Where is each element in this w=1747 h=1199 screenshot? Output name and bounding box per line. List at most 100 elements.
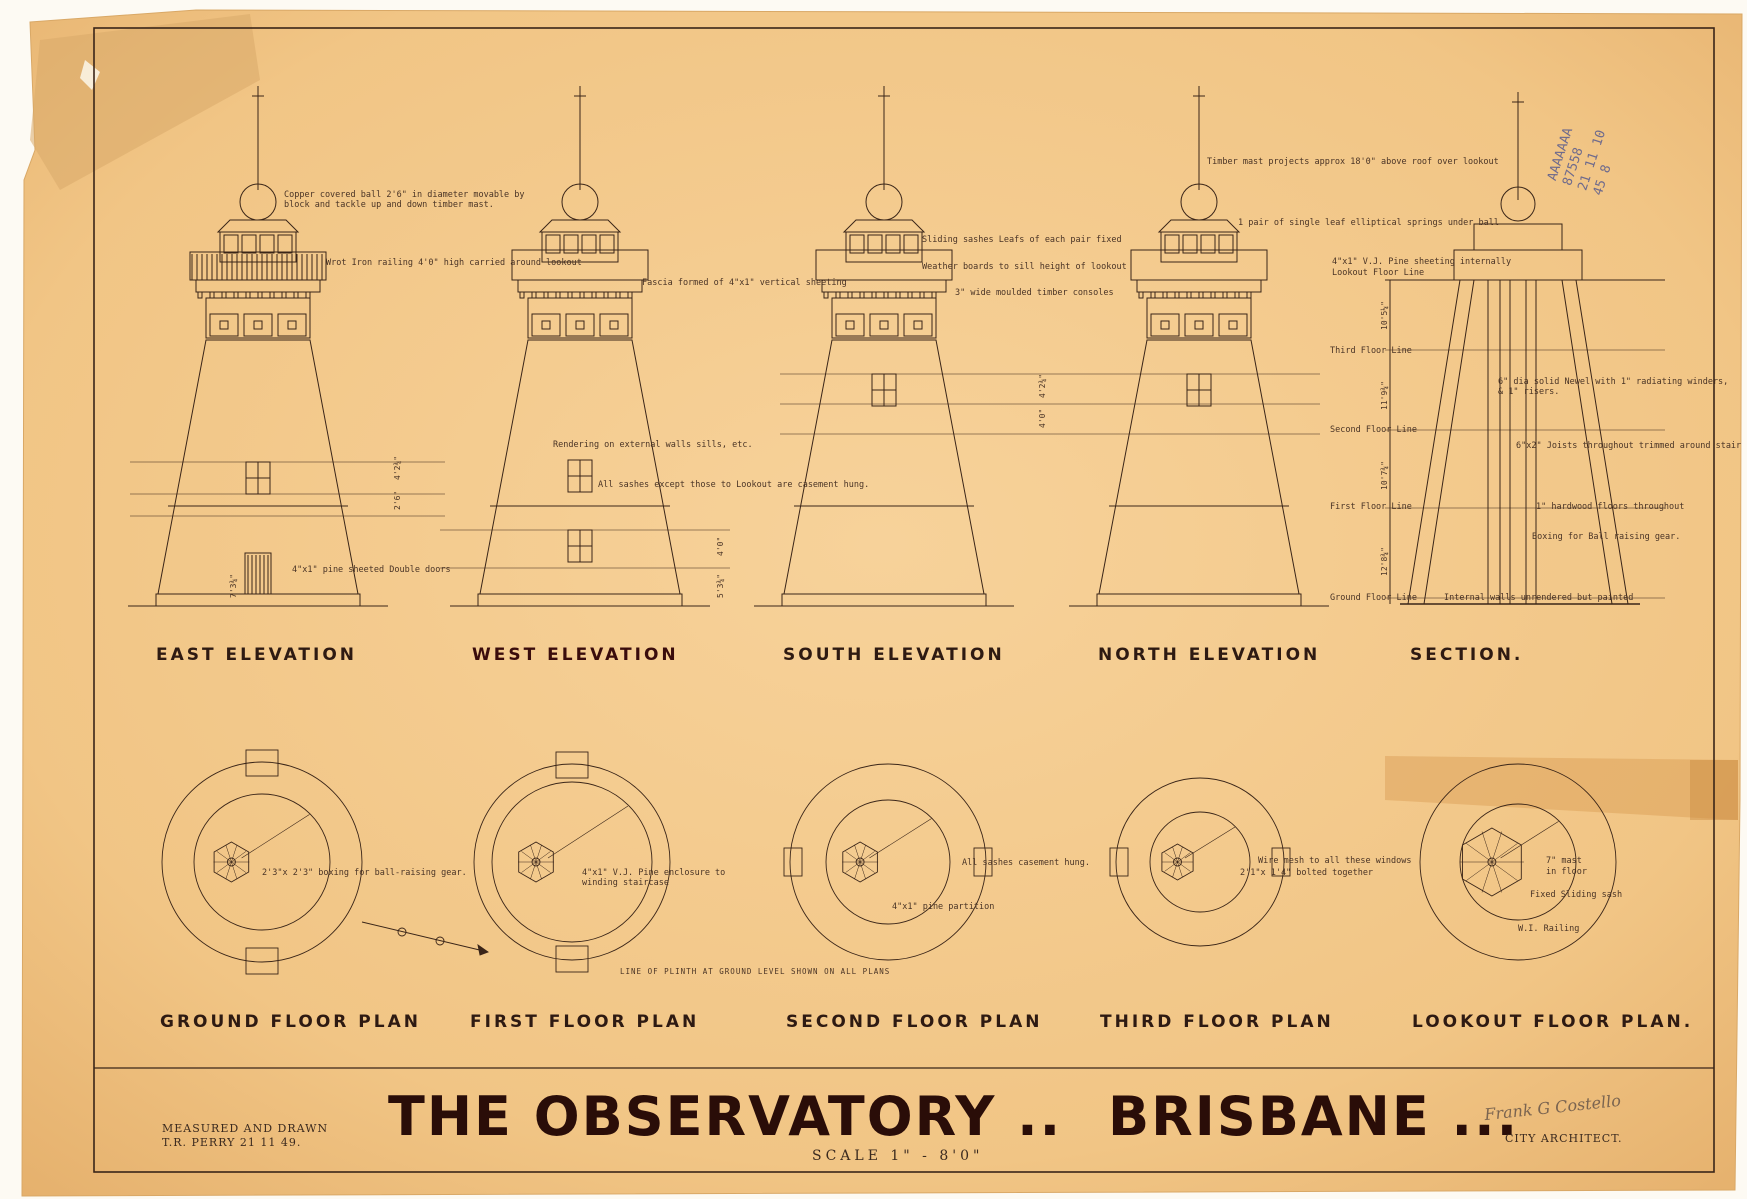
credit-line-2: T.R. PERRY 21 11 49.	[162, 1136, 302, 1149]
plan-winder	[521, 851, 537, 863]
lookout-window	[563, 234, 579, 254]
plan-winder	[535, 861, 542, 880]
lookout-window	[223, 234, 239, 254]
plan-right-opening	[1271, 847, 1291, 877]
frieze	[831, 297, 937, 339]
note-newel: 6" dia solid Newel with 1" radiating win…	[1498, 377, 1729, 387]
door	[244, 552, 272, 595]
frieze-panel	[277, 313, 307, 337]
plan-winder	[1465, 861, 1493, 882]
plan-winder	[1491, 831, 1503, 863]
frieze-panel-inset	[575, 320, 585, 330]
console-bracket	[823, 291, 829, 299]
dim-south-lower: 4'0"	[1038, 408, 1047, 428]
note-vj: 4"x1" V.J. Pine sheeting internally	[1332, 257, 1512, 267]
dim-west-lower: 5'3¾"	[716, 573, 725, 598]
plan-winder	[859, 844, 866, 863]
plan-dimension-ray	[1500, 821, 1559, 859]
plan-winder	[845, 851, 861, 863]
plan-dimension-ray	[547, 805, 629, 859]
credit-line-1: MEASURED AND DRAWN	[162, 1122, 329, 1135]
north-arrow-ring	[435, 936, 445, 946]
plan-winder	[535, 844, 542, 863]
plan-winder	[530, 861, 537, 880]
plan-winder	[1172, 861, 1178, 878]
frieze	[1146, 297, 1252, 339]
note-consoles: 3" wide moulded timber consoles	[955, 288, 1114, 298]
south-elevation-label: SOUTH ELEVATION	[783, 645, 1005, 665]
note-casement: All sashes except those to Lookout are c…	[598, 480, 870, 490]
note-second-line: Second Floor Line	[1330, 425, 1417, 435]
plan-right-opening	[973, 847, 993, 877]
note-lookout-railing: W.I. Railing	[1518, 924, 1580, 934]
frieze-panel	[835, 313, 865, 337]
plan-winder	[859, 861, 875, 873]
note-railing: Wrot Iron railing 4'0" high carried arou…	[326, 258, 582, 268]
ground-floor-plan-label: GROUND FLOOR PLAN	[160, 1012, 421, 1032]
plan-winder	[535, 861, 551, 873]
plan-bottom-opening	[555, 945, 589, 973]
plan-winder	[1491, 861, 1503, 893]
note-weather: Weather boards to sill height of lookout	[922, 262, 1127, 272]
frieze-panel-inset	[1228, 320, 1238, 330]
plan-bottom-opening	[245, 947, 279, 975]
north-arrow-head	[477, 943, 489, 956]
plan-winder	[1177, 852, 1191, 863]
plan-winder	[1491, 842, 1518, 863]
north-arrow-ring	[397, 927, 407, 937]
frieze-panel-inset	[219, 320, 229, 330]
plan-winder	[1164, 861, 1178, 872]
note-joists: 6"x2" Joists throughout trimmed around s…	[1516, 441, 1742, 451]
frieze-panel	[531, 313, 561, 337]
note-sashes: Sliding sashes Leafs of each pair fixed	[922, 235, 1122, 245]
floor-plan	[161, 749, 363, 975]
tape-mark	[30, 14, 260, 190]
frieze-panel-inset	[541, 320, 551, 330]
plan-winder	[231, 861, 247, 873]
plan-outer-wall	[1115, 777, 1285, 947]
note-lookout-mast-2: in floor	[1546, 867, 1587, 877]
frieze-panel-inset	[609, 320, 619, 330]
plan-winder	[1481, 831, 1493, 863]
outer-border	[93, 27, 1715, 1173]
lookout-window	[241, 234, 257, 254]
lookout-window	[277, 234, 293, 254]
lookout-window	[581, 234, 597, 254]
lookout-window	[885, 234, 901, 254]
note-lookout-mast: 7" mast	[1546, 856, 1582, 866]
lookout-window	[259, 234, 275, 254]
frieze-panel	[1150, 313, 1180, 337]
city-architect-label: CITY ARCHITECT.	[1505, 1132, 1623, 1145]
frieze-panel	[903, 313, 933, 337]
east-elevation-label: EAST ELEVATION	[156, 645, 358, 665]
frieze-panel-inset	[845, 320, 855, 330]
stain-mark	[1385, 756, 1738, 820]
lookout-floor-plan-label: LOOKOUT FLOOR PLAN.	[1412, 1012, 1694, 1032]
plan-winder	[1481, 861, 1493, 893]
plan-winder	[1177, 861, 1191, 872]
plan-winder	[231, 851, 247, 863]
console-bracket	[519, 291, 525, 299]
lookout-cabin	[219, 231, 297, 263]
lookout-window	[867, 234, 883, 254]
lookout-window	[1200, 234, 1216, 254]
frieze-panel	[599, 313, 629, 337]
west-elevation-label: WEST ELEVATION	[472, 645, 679, 665]
note-lookout-fixed: Fixed Sliding sash	[1530, 890, 1623, 900]
frieze-panel-inset	[1160, 320, 1170, 330]
frieze-panel-inset	[879, 320, 889, 330]
note-first-line: First Floor Line	[1330, 502, 1412, 512]
floor-plan	[1109, 777, 1291, 947]
plan-inner-wall	[193, 793, 331, 931]
plan-dimension-ray	[1184, 826, 1236, 859]
plan-winder	[530, 844, 537, 863]
note-third-wire: Wire mesh to all these windows	[1258, 856, 1412, 866]
floor-plan	[783, 763, 993, 961]
plan-winder	[225, 844, 232, 863]
lookout-cabin	[541, 231, 619, 263]
plan-winder	[1177, 846, 1183, 863]
dim-section-1: 10'5¼"	[1380, 301, 1389, 330]
plan-stair-enclosure	[518, 841, 554, 883]
frieze	[527, 297, 633, 339]
tower-elevation	[440, 86, 730, 607]
